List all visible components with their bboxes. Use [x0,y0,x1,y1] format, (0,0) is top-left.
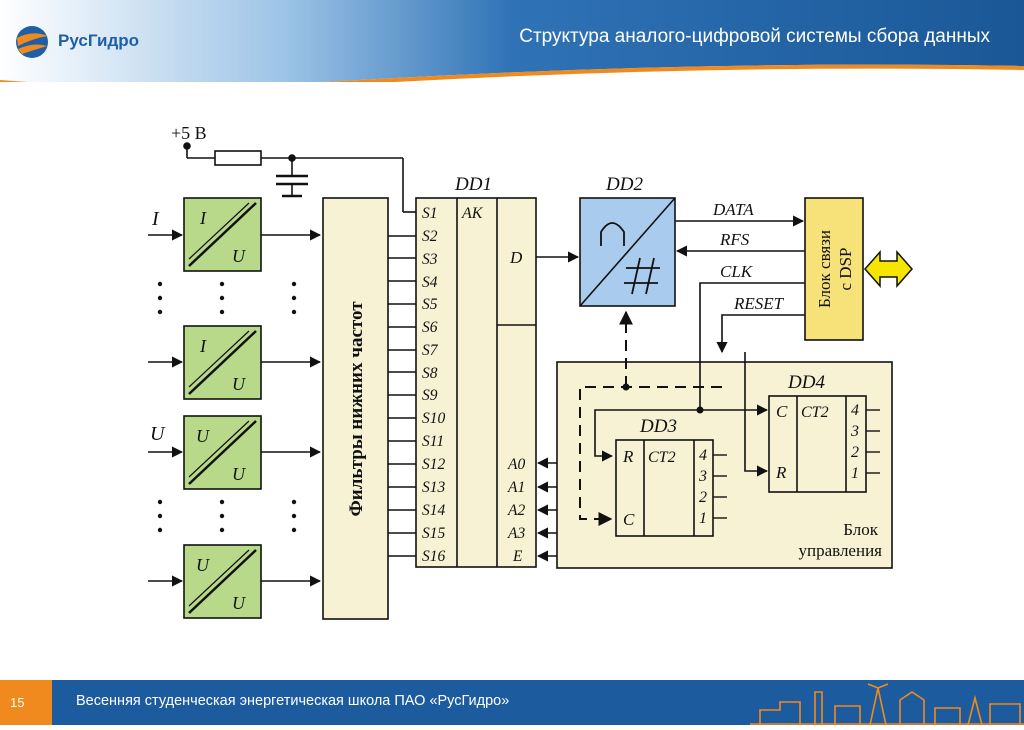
control-block-label-line1: Блок [843,520,879,539]
signal-arrows [148,229,322,587]
logo-text: РусГидро [58,31,140,50]
supply-label: +5 В [171,123,207,143]
power-supply [183,142,416,213]
dashed-control-lines [579,310,722,526]
footer-bar [0,680,1024,726]
footer-background [0,680,1024,726]
dd1-label: DD1 [454,174,492,195]
header-background [0,0,1024,82]
logo-sphere-icon [16,26,48,58]
dd4-ct2-label: CT2 [801,404,829,421]
mux-input-s4: S4 [422,274,438,291]
signal-clk-label: CLK [720,262,754,281]
control-block-label-line2: управления [799,541,883,560]
dd4-r-pin: R [775,463,787,482]
dd3-counter [615,439,714,537]
mux-address-a2: A2 [507,502,525,519]
dd4-output-4: 4 [851,402,859,419]
mux-input-s9: S9 [422,387,438,404]
dd4-output-1: 1 [851,465,859,482]
low-pass-filters-block [322,197,389,620]
mux-input-s1: S1 [422,205,438,222]
mux-input-s11: S11 [422,433,444,450]
dd3-output-1: 1 [699,510,707,527]
converter-3-top-label: U [196,426,210,446]
dd3-output-lines [713,454,727,519]
dd1-multiplexer [415,197,537,568]
converter-4-bottom-label: U [232,593,246,613]
converter-2-bottom-label: U [232,374,246,394]
signal-rfs-label: RFS [719,230,750,249]
dd1-d-label: D [509,248,523,267]
mux-input-s10: S10 [422,410,446,427]
dd4-counter [768,395,867,493]
footer-skyline-icon [750,683,1024,726]
converter-1-bottom-label: U [232,246,246,266]
dsp-link-block [804,197,864,341]
junction-dot [622,383,630,391]
mux-input-s12: S12 [422,456,446,473]
dd4-output-lines [866,409,880,474]
adc-system-diagram: +5 В I U I U I U U U U U [148,123,914,620]
mux-input-s5: S5 [422,296,438,313]
dd3-ct2-label: CT2 [648,449,676,466]
mux-address-a1: A1 [507,479,525,496]
mux-input-s13: S13 [422,479,446,496]
dd3-output-2: 2 [699,489,707,506]
converter-1-top-label: I [199,208,207,228]
input-label-voltage: U [150,423,166,445]
mux-input-s15: S15 [422,525,446,542]
input-label-current: I [151,208,160,230]
dd2-label: DD2 [605,174,643,195]
page-title: Структура аналого-цифровой системы сбора… [519,26,990,47]
dd4-output-2: 2 [851,444,859,461]
mux-input-s3: S3 [422,251,438,268]
dd3-output-3: 3 [698,468,707,485]
footer-caption: Весенняя студенческая энергетическая шко… [76,693,510,709]
mux-input-s2: S2 [422,228,438,245]
dd4-output-3: 3 [850,423,859,440]
mux-input-s16: S16 [422,548,446,565]
clock-junction-dot [696,406,704,414]
signal-reset-label: RESET [733,294,785,313]
header-bar: РусГидро Структура аналого-цифровой сист… [0,0,1024,82]
dd3-label: DD3 [639,416,677,437]
resistor [214,150,262,166]
address-lines [536,457,557,562]
mux-input-s6: S6 [422,319,438,336]
dd3-r-pin: R [622,447,634,466]
dd3-output-4: 4 [699,447,707,464]
mux-address-a0: A0 [507,456,525,473]
mux-input-s8: S8 [422,365,438,382]
dd1-ak-label: AK [461,205,484,222]
filter-to-mux-lines [388,235,416,557]
dsp-block-label-line1: Блок связи [815,230,834,308]
ellipsis-dots [157,281,297,533]
dd2-adc [579,197,676,307]
clock-lines [594,352,769,477]
dsp-block-label-line2: с DSP [836,248,855,291]
converter-4-top-label: U [196,555,210,575]
converter-2-top-label: I [199,336,207,356]
converter-3-bottom-label: U [232,464,246,484]
dsp-signal-lines [675,215,805,410]
mux-address-a3: A3 [507,525,525,542]
rushydro-logo: РусГидро [14,22,164,62]
mux-input-s7: S7 [422,342,439,359]
filters-label: Фильтры нижних частот [346,301,367,517]
mux-enable-e: E [512,548,523,565]
mux-input-s14: S14 [422,502,446,519]
signal-data-label: DATA [712,200,754,219]
page-number: 15 [10,695,25,710]
dd4-c-pin: C [776,402,788,421]
dsp-bus-arrow-icon [863,250,914,288]
dd4-label: DD4 [787,372,825,393]
dd3-c-pin: C [623,510,635,529]
